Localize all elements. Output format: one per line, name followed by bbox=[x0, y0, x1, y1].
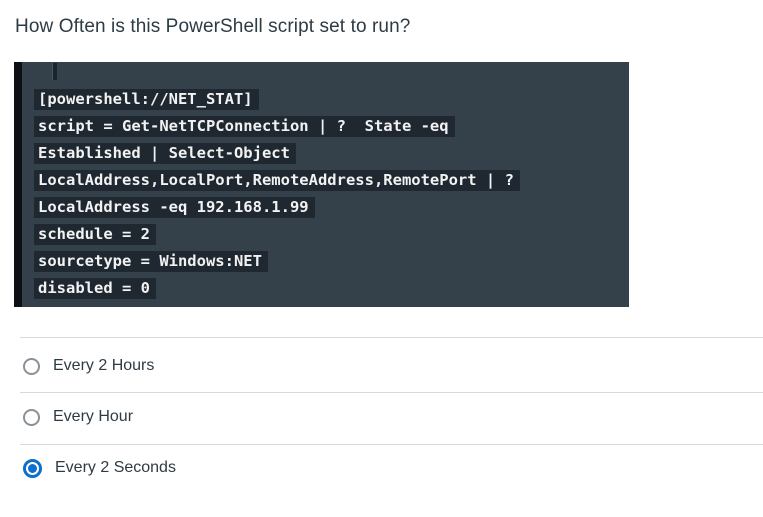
radio-button-selected[interactable] bbox=[23, 458, 42, 478]
code-line-text: disabled = 0 bbox=[34, 278, 156, 300]
code-line: LocalAddress -eq 192.168.1.99 bbox=[34, 194, 629, 221]
code-line-text: LocalAddress,LocalPort,RemoteAddress,Rem… bbox=[34, 170, 520, 192]
question-title: How Often is this PowerShell script set … bbox=[15, 16, 411, 37]
code-line: LocalAddress,LocalPort,RemoteAddress,Rem… bbox=[34, 167, 629, 194]
code-line: disabled = 0 bbox=[34, 275, 629, 302]
divider bbox=[20, 392, 763, 393]
answer-option-every-hour[interactable]: Every Hour bbox=[0, 402, 763, 432]
radio-button[interactable] bbox=[23, 357, 40, 375]
code-line: sourcetype = Windows:NET bbox=[34, 248, 629, 275]
radio-button[interactable] bbox=[23, 408, 40, 426]
answer-label[interactable]: Every 2 Hours bbox=[53, 357, 155, 374]
answer-label[interactable]: Every Hour bbox=[53, 408, 134, 425]
code-line: script = Get-NetTCPConnection | ? State … bbox=[34, 113, 629, 140]
code-line-text: schedule = 2 bbox=[34, 224, 156, 246]
code-line-text: LocalAddress -eq 192.168.1.99 bbox=[34, 197, 315, 219]
code-screenshot: [powershell://NET_STAT] script = Get-Net… bbox=[14, 62, 629, 307]
answer-option-every-2-seconds[interactable]: Every 2 Seconds bbox=[0, 453, 763, 483]
code-line-text: sourcetype = Windows:NET bbox=[34, 251, 268, 273]
answer-label[interactable]: Every 2 Seconds bbox=[55, 459, 176, 476]
divider bbox=[20, 337, 763, 338]
code-line-text: Established | Select-Object bbox=[34, 143, 296, 165]
code-line: Established | Select-Object bbox=[34, 140, 629, 167]
code-line: [powershell://NET_STAT] bbox=[34, 86, 629, 113]
answer-option-every-2-hours[interactable]: Every 2 Hours bbox=[0, 351, 763, 381]
divider bbox=[20, 444, 763, 445]
code-line-text: script = Get-NetTCPConnection | ? State … bbox=[34, 116, 455, 138]
code-line: schedule = 2 bbox=[34, 221, 629, 248]
code-line-text: [powershell://NET_STAT] bbox=[34, 89, 259, 111]
text-cursor bbox=[52, 63, 57, 80]
